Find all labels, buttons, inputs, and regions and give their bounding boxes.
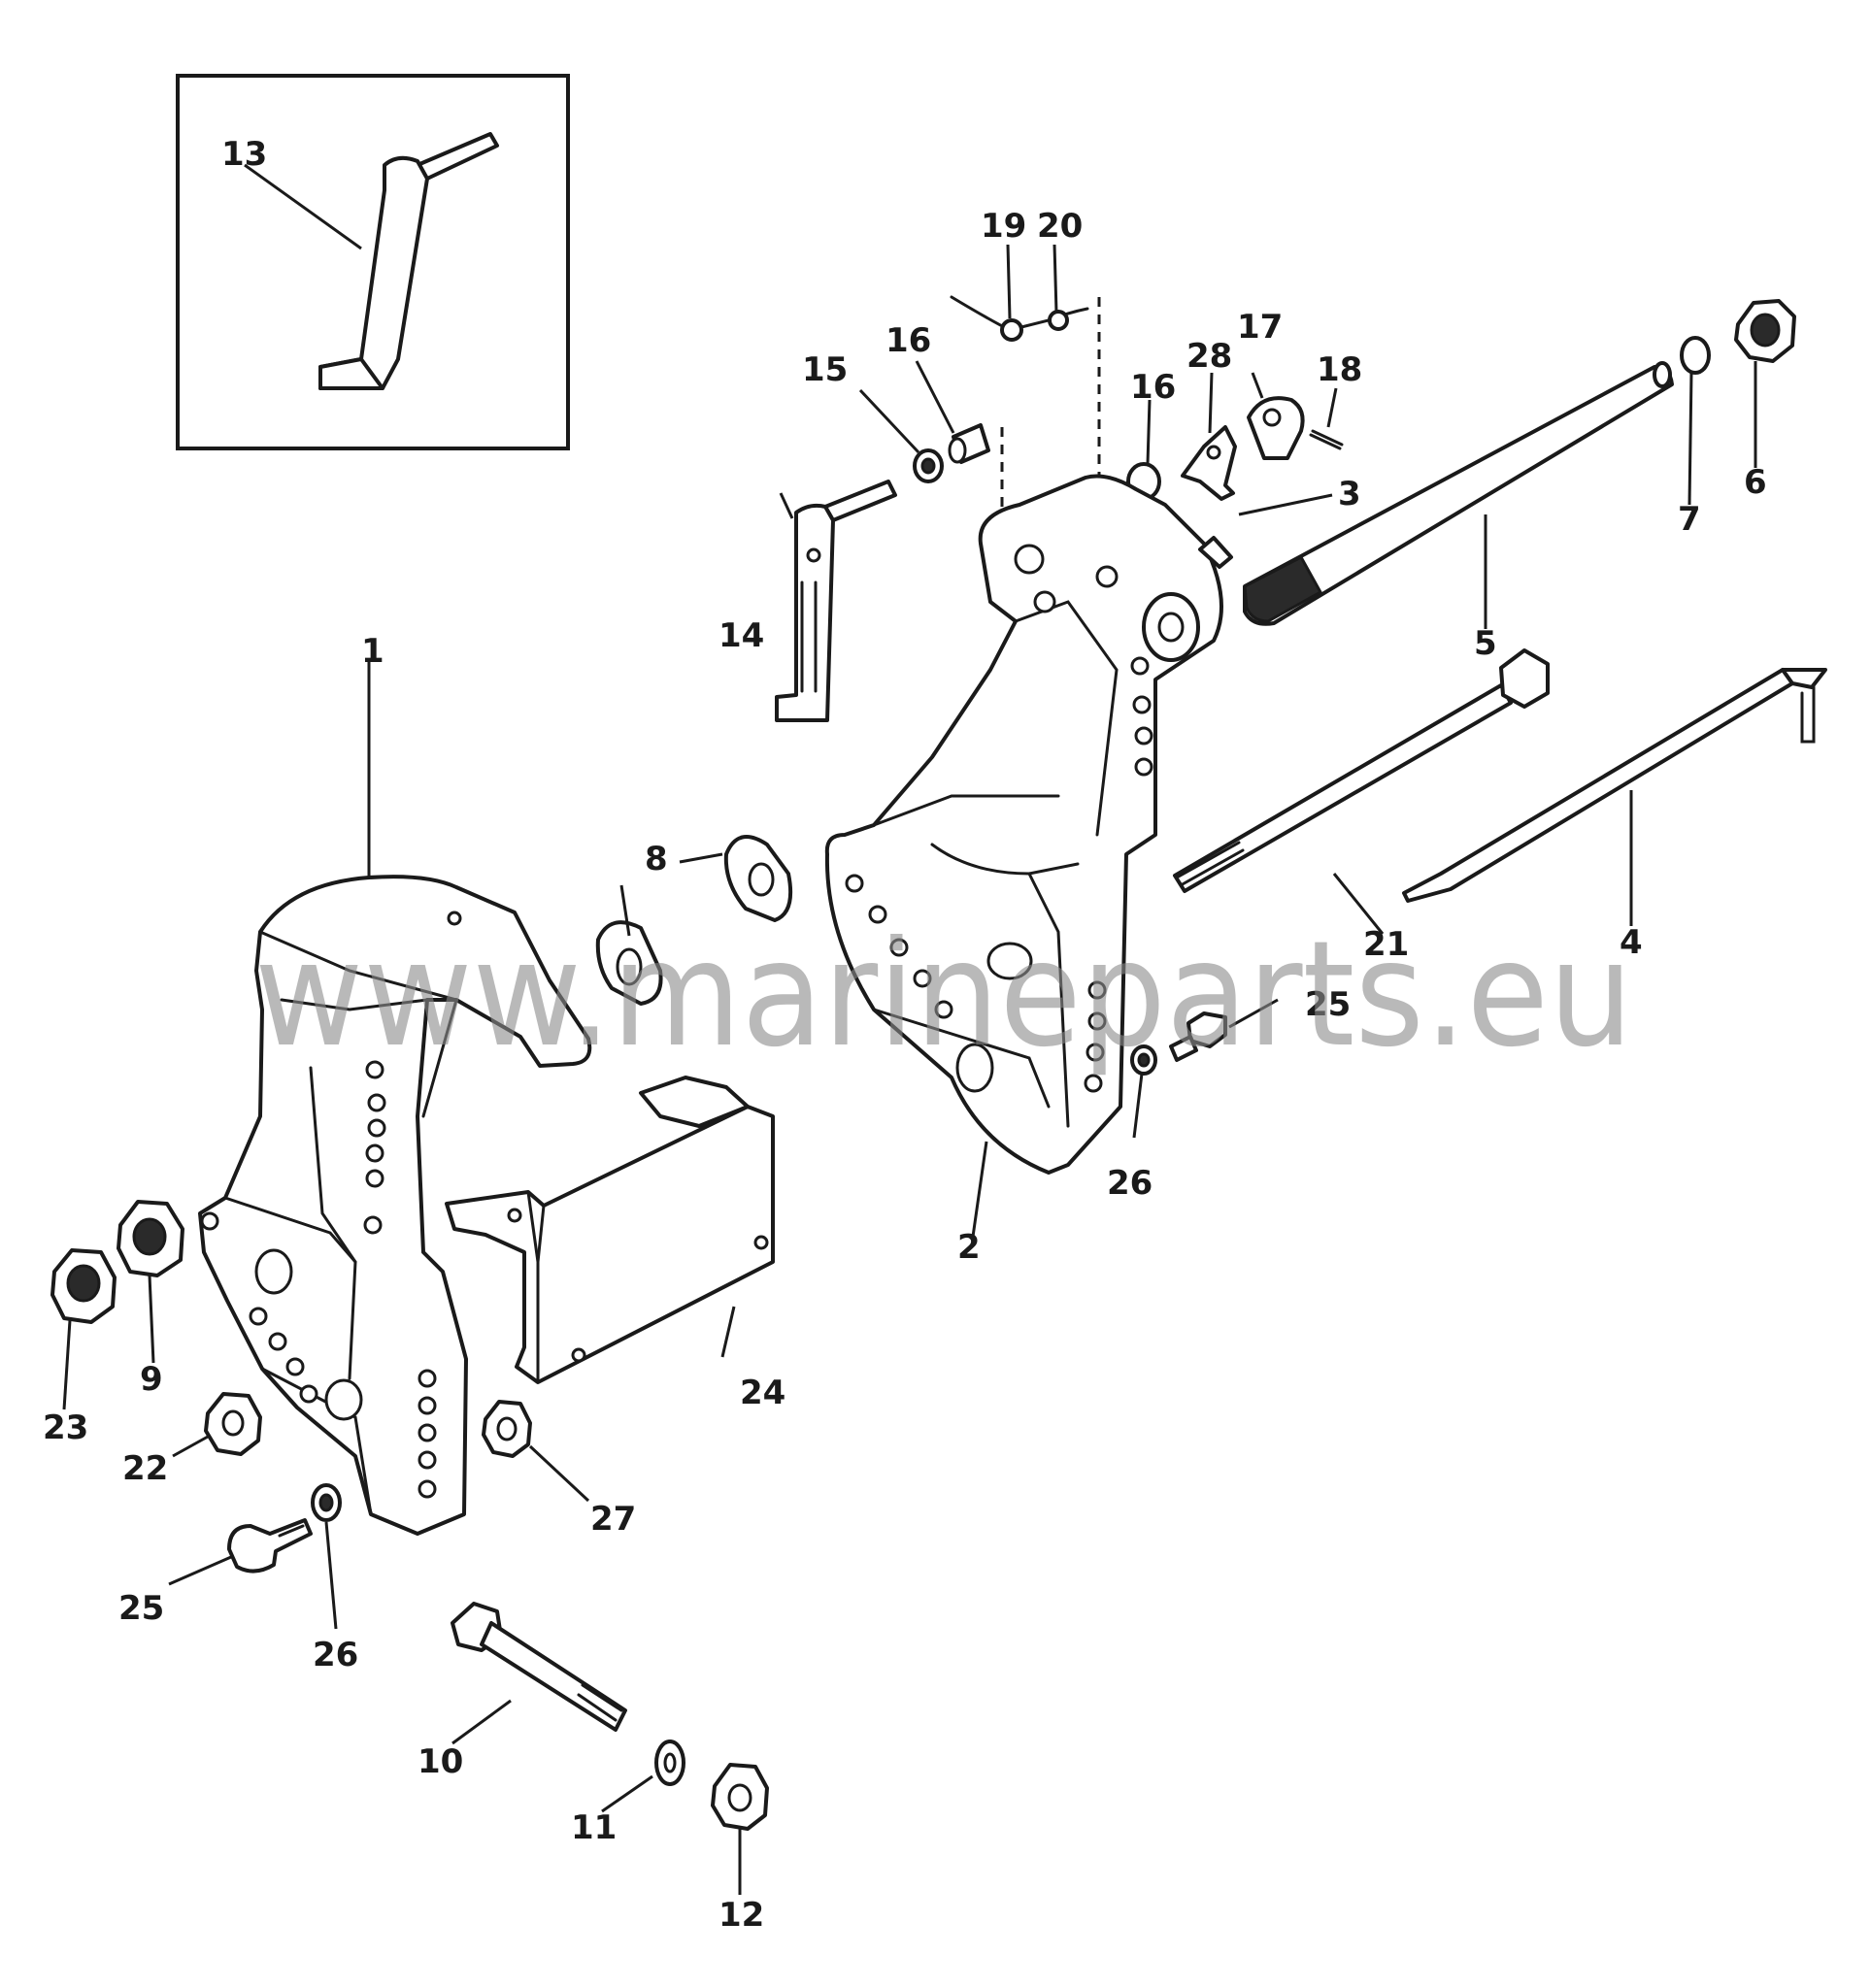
part-25-bolt-left bbox=[227, 1518, 313, 1574]
part-9-nut bbox=[117, 1200, 184, 1277]
part-28-bracket bbox=[1181, 425, 1237, 501]
callout-18: 18 bbox=[1317, 350, 1362, 389]
part-1-clamp-bracket-port bbox=[198, 875, 592, 1536]
callout-15: 15 bbox=[802, 350, 848, 389]
callout-8: 8 bbox=[645, 840, 668, 878]
callout-2: 2 bbox=[957, 1228, 981, 1267]
callout-27: 27 bbox=[590, 1500, 636, 1539]
part-6-tube-nut bbox=[1734, 299, 1796, 363]
callout-13: 13 bbox=[221, 135, 267, 174]
callout-19: 19 bbox=[981, 207, 1026, 246]
callout-labels: 1 2 3 4 5 6 7 8 9 10 11 12 13 14 15 16 1… bbox=[43, 135, 1767, 1935]
part-17-lock-lever bbox=[1247, 396, 1305, 460]
part-5-tilt-tube bbox=[1243, 361, 1674, 626]
callout-26-right: 26 bbox=[1107, 1164, 1153, 1203]
callout-5: 5 bbox=[1474, 624, 1497, 663]
part-22-nut bbox=[204, 1392, 262, 1456]
callout-4: 4 bbox=[1620, 923, 1643, 962]
callout-14: 14 bbox=[718, 616, 764, 655]
callout-6: 6 bbox=[1744, 463, 1767, 502]
part-19-20-pin-clip bbox=[950, 295, 1101, 582]
callout-22: 22 bbox=[122, 1449, 168, 1488]
part-24-transom-plate bbox=[445, 1076, 775, 1384]
callout-24: 24 bbox=[740, 1374, 785, 1412]
callout-21: 21 bbox=[1363, 925, 1409, 964]
part-18-spring-pin bbox=[1309, 429, 1344, 450]
part-26-washer-left bbox=[311, 1483, 342, 1522]
callout-25-right: 25 bbox=[1305, 985, 1351, 1024]
part-10-bolt bbox=[451, 1602, 627, 1732]
part-2-clamp-bracket-starboard bbox=[824, 474, 1223, 1175]
callout-17: 17 bbox=[1237, 308, 1283, 347]
watermark-text: www.marineparts.eu bbox=[254, 911, 1633, 1079]
callout-20: 20 bbox=[1037, 207, 1083, 246]
part-12-nut bbox=[711, 1763, 769, 1831]
callout-26-left: 26 bbox=[313, 1636, 358, 1674]
leader-lines bbox=[62, 244, 1757, 1895]
part-11-washer bbox=[654, 1740, 685, 1786]
part-27-nut bbox=[482, 1400, 532, 1458]
inset-detail-box bbox=[176, 74, 570, 450]
part-13-tilt-lever bbox=[318, 132, 499, 390]
callout-16-left: 16 bbox=[885, 321, 931, 360]
part-14-tilt-lever bbox=[775, 480, 897, 722]
callout-9: 9 bbox=[140, 1360, 163, 1399]
callout-23: 23 bbox=[43, 1408, 88, 1447]
callout-12: 12 bbox=[718, 1896, 764, 1935]
part-3-grease-fitting bbox=[1198, 536, 1233, 569]
part-23-nut bbox=[50, 1248, 117, 1324]
part-16-bushing-left bbox=[948, 423, 990, 464]
callout-7: 7 bbox=[1678, 500, 1701, 539]
part-8-washers bbox=[595, 835, 793, 1006]
callout-3: 3 bbox=[1338, 475, 1361, 514]
part-26-washer-right bbox=[1130, 1044, 1157, 1076]
part-25-bolt-right bbox=[1169, 1011, 1227, 1062]
part-21-through-bolt bbox=[1173, 648, 1550, 893]
callout-16-right: 16 bbox=[1130, 368, 1176, 407]
part-7-o-ring bbox=[1680, 336, 1711, 375]
part-15-nut bbox=[913, 448, 944, 483]
callout-11: 11 bbox=[571, 1808, 617, 1847]
callout-28: 28 bbox=[1186, 337, 1232, 376]
callout-1: 1 bbox=[361, 632, 384, 671]
callout-10: 10 bbox=[418, 1742, 463, 1781]
part-4-tilt-rod bbox=[1402, 668, 1827, 903]
callout-25-left: 25 bbox=[118, 1589, 164, 1628]
